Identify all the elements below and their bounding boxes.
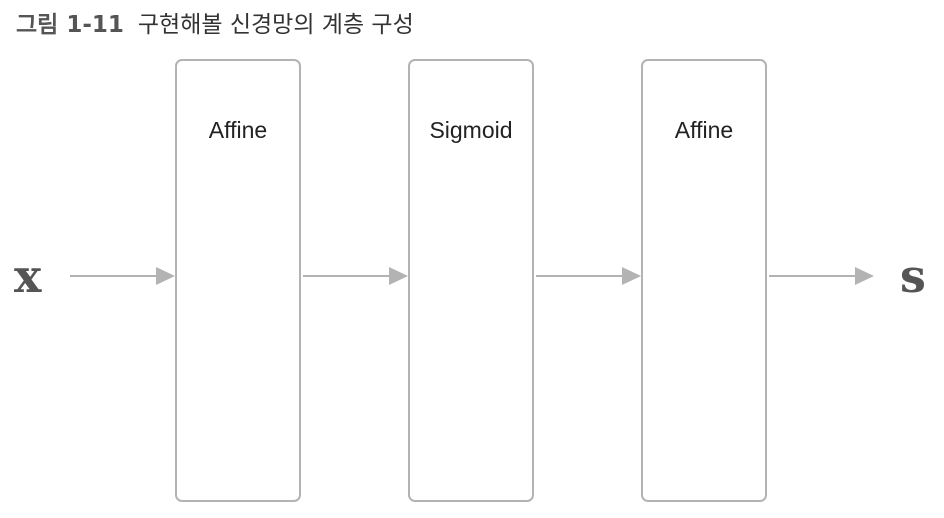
layer-box-sigmoid: Sigmoid: [408, 59, 534, 502]
layer-label-affine-2: Affine: [674, 117, 734, 143]
figure-caption: 그림 1-11 구현해볼 신경망의 계층 구성: [16, 8, 414, 42]
output-symbol-s: s: [900, 249, 926, 303]
layer-label-affine-1: Affine: [208, 117, 268, 143]
arrow-sigmoid-to-affine-2: [536, 267, 641, 285]
figure-title: 구현해볼 신경망의 계층 구성: [137, 12, 414, 38]
layer-label-sigmoid: Sigmoid: [429, 117, 513, 143]
arrow-x-to-affine-1: [70, 267, 175, 285]
arrow-affine-1-to-sigmoid: [303, 267, 408, 285]
figure-number: 그림 1-11: [16, 12, 124, 38]
layer-box-affine-1: Affine: [175, 59, 301, 502]
input-symbol-x: x: [14, 249, 42, 303]
layer-box-affine-2: Affine: [641, 59, 767, 502]
arrow-affine-2-to-s: [769, 267, 874, 285]
